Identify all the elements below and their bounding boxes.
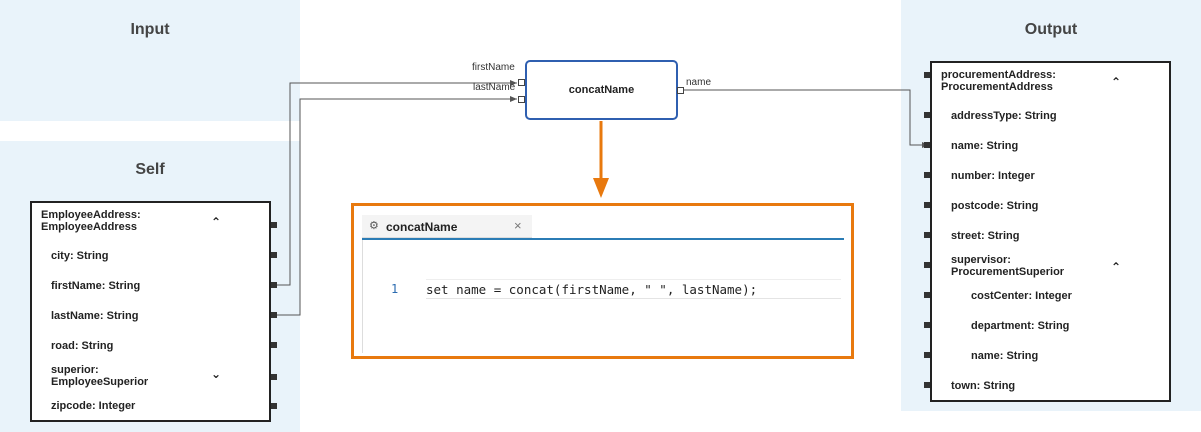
code-area[interactable] [362,240,845,353]
input-panel-title: Input [130,21,170,38]
output-field-postcode[interactable]: postcode: String [951,200,1039,212]
port-procurementaddress[interactable] [924,72,930,78]
line-number: 1 [391,282,399,296]
port-superior[interactable] [271,374,277,380]
port-postcode[interactable] [924,202,930,208]
collapse-chevron-icon[interactable]: ⌃ [1111,75,1122,89]
connector-name-output [683,89,929,148]
port-name[interactable] [924,142,930,148]
code-line[interactable]: set name = concat(firstName, " ", lastNa… [426,282,758,297]
port-firstname[interactable] [271,282,277,288]
port-supervisor[interactable] [924,262,930,268]
output-entity-header: procurementAddress: ProcurementAddress [941,69,1056,93]
output-field-supervisor-name[interactable]: name: String [971,350,1039,362]
editor-tab-label: concatName [386,220,458,234]
port-supervisor-name[interactable] [924,352,930,358]
self-field-superior[interactable]: superior: EmployeeSuperior [51,364,149,388]
port-road[interactable] [271,342,277,348]
port-town[interactable] [924,382,930,388]
connector-lastname [271,96,517,316]
port-lastname[interactable] [271,312,277,318]
port-department[interactable] [924,322,930,328]
port-costcenter[interactable] [924,292,930,298]
output-field-number[interactable]: number: Integer [951,170,1035,182]
editor-tab[interactable]: ⚙ concatName × [362,215,532,238]
port-city[interactable] [271,222,277,228]
input-label-lastname: lastName [473,82,516,93]
expand-chevron-icon[interactable]: ⌄ [211,367,222,381]
close-icon[interactable]: × [514,218,522,233]
output-field-costcenter[interactable]: costCenter: Integer [971,290,1072,302]
function-node-concatname[interactable]: concatName [525,60,678,120]
port-street[interactable] [924,232,930,238]
self-field-road[interactable]: road: String [51,340,114,352]
output-field-department[interactable]: department: String [971,320,1070,332]
port-zipcode[interactable] [271,403,277,409]
self-field-city[interactable]: city: String [51,250,109,262]
editor-tab-underline [362,238,844,240]
output-entity-box: procurementAddress: ProcurementAddress ⌃… [930,61,1171,402]
code-line-top-rule [426,279,841,280]
output-field-name[interactable]: name: String [951,140,1019,152]
collapse-chevron-icon[interactable]: ⌃ [1111,260,1122,274]
output-field-addresstype[interactable]: addressType: String [951,110,1057,122]
function-node-label: concatName [568,84,635,96]
orange-arrow-head [593,178,609,198]
output-field-town[interactable]: town: String [951,380,1016,392]
self-field-firstname[interactable]: firstName: String [51,280,141,292]
output-panel-title: Output [1024,21,1078,38]
self-entity-box: EmployeeAddress: EmployeeAddress ⌃ city:… [30,201,271,422]
self-field-zipcode[interactable]: zipcode: Integer [51,400,136,412]
function-input-port-lastname[interactable] [518,96,525,103]
connector-firstname [271,80,517,286]
output-label-name: name [686,77,712,88]
function-input-port-firstname[interactable] [518,79,525,86]
function-output-port-name[interactable] [677,87,684,94]
port-addresstype[interactable] [924,112,930,118]
output-field-street[interactable]: street: String [951,230,1020,242]
output-field-supervisor[interactable]: supervisor: ProcurementSuperior [951,254,1065,278]
port-city[interactable] [271,252,277,258]
gear-icon: ⚙ [369,220,379,232]
port-number[interactable] [924,172,930,178]
self-field-lastname[interactable]: lastName: String [51,310,139,322]
self-panel-title: Self [135,161,165,178]
self-entity-header: EmployeeAddress: EmployeeAddress [41,209,141,233]
collapse-chevron-icon[interactable]: ⌃ [211,215,222,229]
code-editor-panel: ⚙ concatName × 1 set name = concat(first… [351,203,854,359]
code-line-bottom-rule [426,298,841,299]
input-label-firstname: firstName [472,62,515,73]
input-panel: Input [0,0,300,121]
